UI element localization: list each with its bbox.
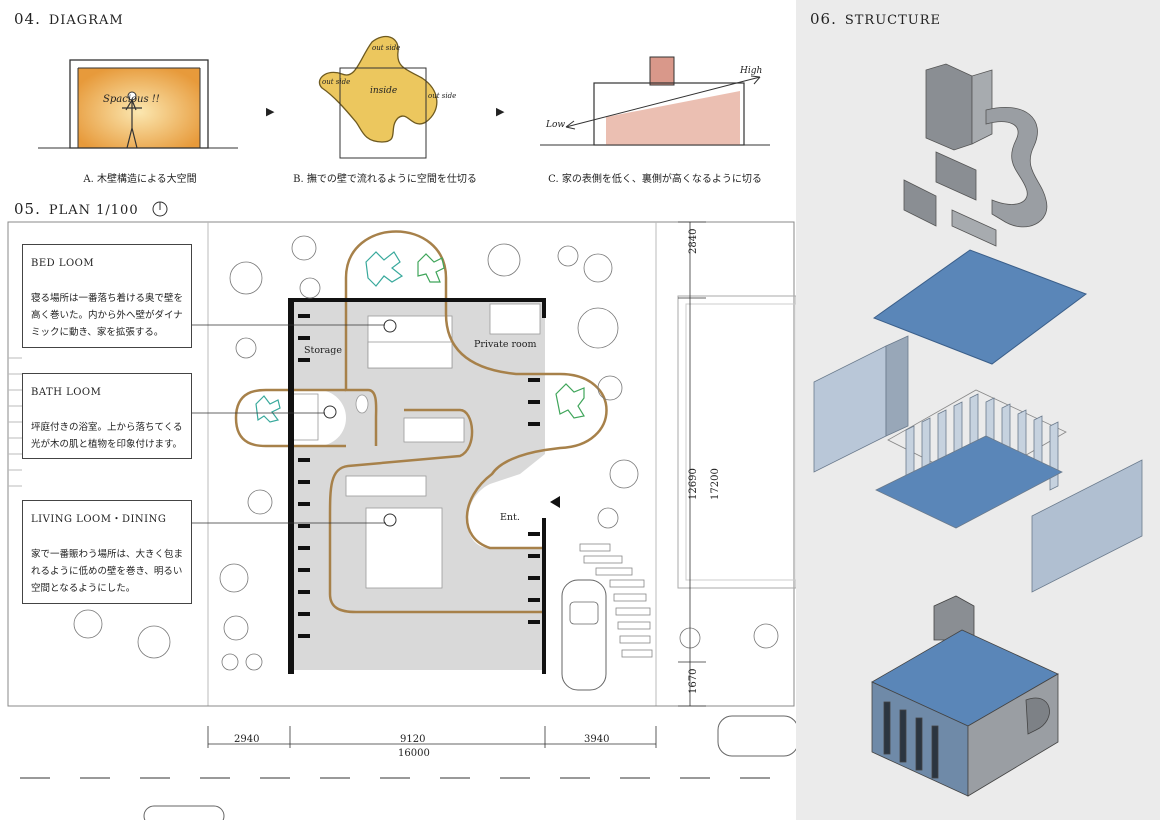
dim-right-total: 17200 xyxy=(710,468,721,500)
note-bath-loom: BATH LOOM 坪庭付きの浴室。上から落ちてくる光が木の肌と植物を印象付けま… xyxy=(22,373,192,459)
note-text: 寝る場所は一番落ち着ける奥で壁を高く巻いた。内から外へ壁がダイナミックに動き、家… xyxy=(31,293,184,338)
structure-exploded-axonometric xyxy=(813,63,1143,797)
arrow-right-icon: ▶ xyxy=(496,105,505,118)
floor-plan-drawing xyxy=(7,221,796,820)
sketch-a-wood-frame xyxy=(38,59,238,149)
diagram-b-caption: B. 撫での壁で流れるように空間を仕切る xyxy=(293,174,477,185)
sketch-b-blob-plan xyxy=(318,35,438,159)
room-label-storage: Storage xyxy=(304,345,342,356)
note-text: 坪庭付きの浴室。上から落ちてくる光が木の肌と植物を印象付けます。 xyxy=(31,422,183,450)
sketch-b-label-1: out side xyxy=(372,44,401,52)
dim-right-3: 1670 xyxy=(688,668,699,694)
sketch-c-high: High xyxy=(740,66,763,76)
structure-panel: 06.STRUCTURE xyxy=(796,0,1160,820)
sketch-b-label-inside: inside xyxy=(370,86,398,96)
dim-bottom-1: 2940 xyxy=(234,734,260,745)
dim-bottom-2: 9120 xyxy=(400,734,426,745)
sketch-b-label-3: out side xyxy=(428,92,457,100)
note-living-dining: LIVING LOOM・DINING 家で一番賑わう場所は、大きく包まれるように… xyxy=(22,500,192,604)
diagram-section-title: 04.DIAGRAM xyxy=(14,10,124,28)
arrow-right-icon: ▶ xyxy=(266,105,275,118)
note-title: BED LOOM xyxy=(31,258,95,269)
sketch-c-low: Low xyxy=(546,120,566,130)
dim-right-2: 12690 xyxy=(688,468,699,500)
sketch-a-text: Spacious !! xyxy=(103,94,160,105)
dim-bottom-total: 16000 xyxy=(398,748,430,759)
note-title: LIVING LOOM・DINING xyxy=(31,514,167,525)
diagram-c-caption: C. 家の表側を低く、裏側が高くなるように切る xyxy=(548,174,762,185)
note-title: BATH LOOM xyxy=(31,387,102,398)
sketch-b-label-2: out side xyxy=(322,78,351,86)
room-label-entrance: Ent. xyxy=(500,512,520,523)
north-compass-icon xyxy=(152,201,168,221)
room-label-private: Private room xyxy=(474,339,537,350)
note-bed-loom: BED LOOM 寝る場所は一番落ち着ける奥で壁を高く巻いた。内から外へ壁がダイ… xyxy=(22,244,192,348)
dim-right-1: 2840 xyxy=(688,228,699,254)
structure-section-title: 06.STRUCTURE xyxy=(810,10,942,28)
note-text: 家で一番賑わう場所は、大きく包まれるように低めの壁を巻き、明るい空間となるように… xyxy=(31,549,184,594)
sketch-c-section xyxy=(540,56,770,146)
dim-bottom-3: 3940 xyxy=(584,734,610,745)
diagram-a-caption: A. 木壁構造による大空間 xyxy=(83,174,197,185)
plan-section-title: 05.PLAN 1/100 xyxy=(14,200,168,221)
